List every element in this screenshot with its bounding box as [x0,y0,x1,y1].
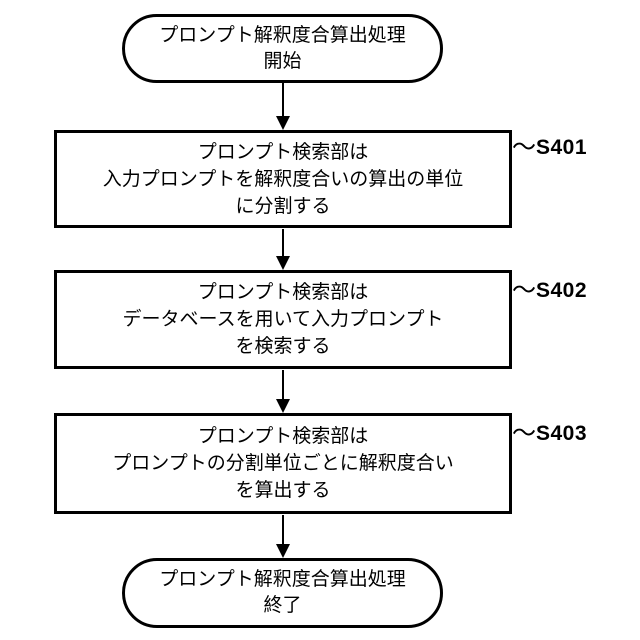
process-box-s402-line1: プロンプト検索部は [197,282,369,303]
process-box-s402-line2: データベースを用いて入力プロンプト [122,309,444,330]
end-terminal-text-line1: プロンプト解釈度合算出処理 [159,569,406,590]
flow-arrow-start-to-s401 [276,83,290,130]
tilde-connector-icon: 〜 [512,420,536,447]
process-box-s401-line3: に分割する [235,195,331,217]
process-box-s403: プロンプト検索部は プロンプトの分割単位ごとに解釈度合い を算出する [54,413,512,514]
start-terminal-text-line1: プロンプト解釈度合算出処理 [159,24,406,46]
arrow-down-icon [276,116,290,130]
flow-arrow-s402-to-s403 [276,370,290,413]
step-label-s401: 〜 S401 [512,136,587,160]
arrow-shaft [282,83,284,116]
arrow-down-icon [276,256,290,270]
process-box-s402: プロンプト検索部は データベースを用いて入力プロンプト を検索する [54,270,512,369]
process-box-s402-line3: を検索する [235,336,331,357]
step-label-s402: 〜 S402 [512,279,587,303]
process-box-s401-line2: 入力プロンプトを解釈度合いの算出の単位 [102,168,464,190]
tilde-connector-icon: 〜 [512,134,536,161]
process-box-s403-line2: プロンプトの分割単位ごとに解釈度合い [112,453,454,474]
start-terminal-text-line2: 開始 [263,50,302,72]
step-id-s402: S402 [536,279,588,302]
flow-arrow-s401-to-s402 [276,229,290,270]
step-id-s403: S403 [536,422,588,445]
process-box-s401: プロンプト検索部は 入力プロンプトを解釈度合いの算出の単位 に分割する [54,130,512,228]
process-box-s403-line1: プロンプト検索部は [197,426,369,447]
step-label-s403: 〜 S403 [512,422,587,446]
arrow-shaft [282,370,284,399]
arrow-down-icon [276,399,290,413]
end-terminal: プロンプト解釈度合算出処理 終了 [122,558,443,628]
step-id-s401: S401 [536,136,588,159]
process-box-s401-line1: プロンプト検索部は [197,141,369,163]
flow-arrow-s403-to-end [276,515,290,558]
process-box-s403-line3: を算出する [235,480,331,501]
start-terminal: プロンプト解釈度合算出処理 開始 [122,14,443,83]
arrow-down-icon [276,544,290,558]
arrow-shaft [282,515,284,544]
end-terminal-text-line2: 終了 [263,595,302,616]
arrow-shaft [282,229,284,256]
tilde-connector-icon: 〜 [512,277,536,304]
